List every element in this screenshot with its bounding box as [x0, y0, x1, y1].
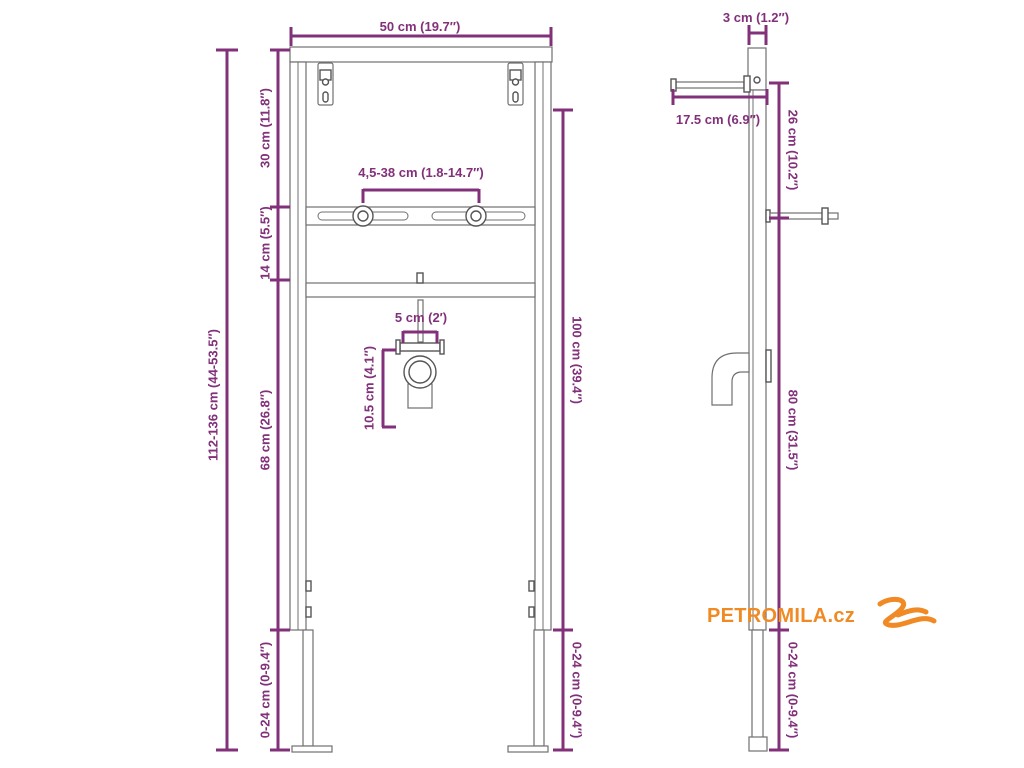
side-post	[748, 89, 767, 631]
depth-label: 3 cm (1.2″)	[723, 10, 789, 25]
brand-logo-text: PETROMILA.cz	[707, 605, 855, 627]
side-view: 3 cm (1.2″) 17.5 cm (6.9″) 26 cm (10.2″)…	[670, 10, 839, 752]
adjust-range-dimension: 4,5-38 cm (1.8-14.7″)	[358, 165, 484, 203]
wall-anchor-nut	[743, 75, 751, 93]
top-rail	[289, 46, 553, 63]
side-mount-bolt	[765, 207, 839, 225]
left-foot	[291, 745, 333, 753]
pipe-height-label: 10.5 cm (4.1″)	[362, 346, 377, 430]
width-label: 50 cm (19.7″)	[380, 19, 461, 34]
total-height-label: 112-136 cm (44-53.5″)	[206, 329, 221, 461]
right-leg	[533, 629, 545, 747]
swirl-icon	[877, 596, 937, 628]
brand-logo: PETROMILA.cz	[707, 596, 937, 628]
cross-bar-bolt	[416, 272, 424, 284]
bolt-length-dimension: 17.5 cm (6.9″)	[671, 89, 769, 127]
width-dimension: 50 cm (19.7″)	[289, 19, 553, 46]
side-mount-nut	[821, 207, 829, 225]
right-foot	[507, 745, 549, 753]
left-leg-screw-upper	[305, 580, 312, 592]
side-height-dimension: 26 cm (10.2″) 80 cm (31.5″) 0-24 cm (0-9…	[769, 81, 801, 752]
side-foot	[748, 736, 768, 752]
left-leg-label: 0-24 cm (0-9.4″)	[258, 642, 273, 739]
right-leg-screw-upper	[528, 580, 535, 592]
front-view: 50 cm (19.7″) 4,5-38 cm (1.8-14.7″) 112-…	[206, 19, 585, 753]
right-leg-label: 0-24 cm (0-9.4″)	[570, 642, 585, 739]
top-section-label: 30 cm (11.8″)	[258, 88, 273, 168]
side-pipe-plate	[765, 349, 772, 383]
right-leg-screw-lower	[528, 606, 535, 618]
left-leg-screw-lower	[305, 606, 312, 618]
adjustable-mounting-bar	[305, 205, 536, 227]
section-height-dimension: 30 cm (11.8″) 14 cm (5.5″) 68 cm (26.8″)…	[258, 48, 290, 752]
side-leg-label: 0-24 cm (0-9.4″)	[786, 642, 801, 739]
left-wall-bracket	[317, 62, 334, 106]
bolt-length-label: 17.5 cm (6.9″)	[676, 112, 760, 127]
lower-cross-bar	[305, 282, 536, 298]
adjust-range-label: 4,5-38 cm (1.8-14.7″)	[358, 165, 483, 180]
pipe-width-dimension: 5 cm (2′)	[395, 310, 447, 343]
side-top-hole	[753, 76, 761, 84]
side-leg	[751, 629, 764, 739]
depth-dimension: 3 cm (1.2″)	[723, 10, 789, 45]
frame-height-dimension: 100 cm (39.4″) 0-24 cm (0-9.4″)	[553, 108, 585, 752]
frame-height-label: 100 cm (39.4″)	[570, 316, 585, 404]
pipe-clamp	[399, 342, 441, 352]
side-lower-label: 80 cm (31.5″)	[786, 390, 801, 471]
pipe-height-dimension: 10.5 cm (4.1″)	[362, 346, 396, 430]
lower-section-label: 68 cm (26.8″)	[258, 390, 273, 471]
side-upper-label: 26 cm (10.2″)	[786, 110, 801, 191]
side-elbow-pipe	[711, 352, 750, 406]
right-wall-bracket	[507, 62, 524, 106]
wall-anchor-bolt	[670, 75, 751, 93]
mount-bar-label: 14 cm (5.5″)	[258, 206, 273, 279]
waste-pipe-assembly	[395, 299, 445, 409]
left-leg	[302, 629, 314, 747]
pipe-width-label: 5 cm (2′)	[395, 310, 447, 325]
total-height-dimension: 112-136 cm (44-53.5″)	[206, 48, 238, 752]
